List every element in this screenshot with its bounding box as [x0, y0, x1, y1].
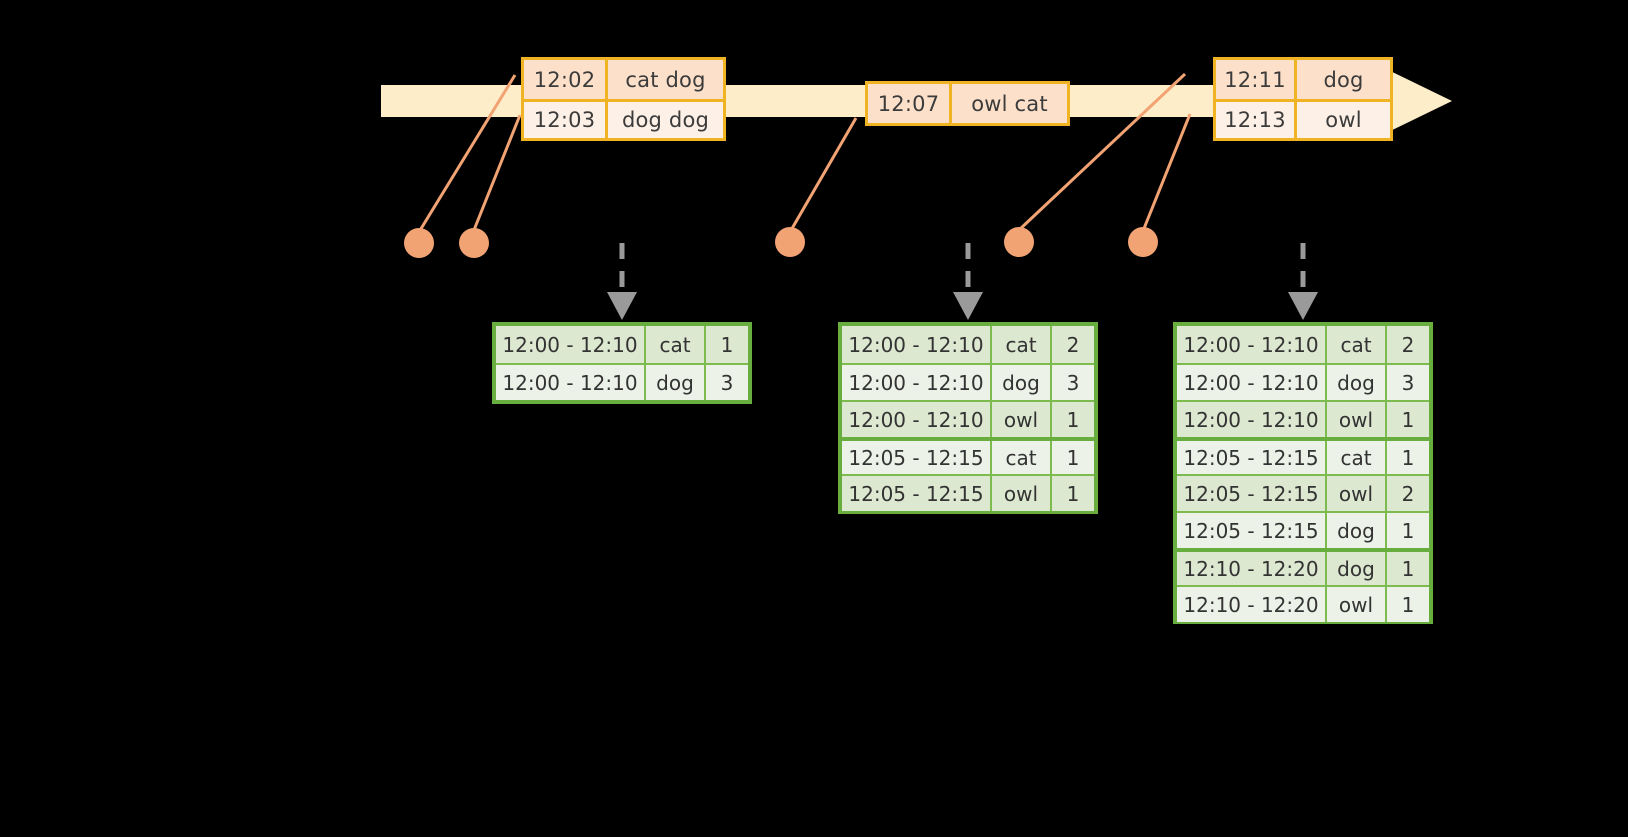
cell-window: 12:00 - 12:10 [842, 365, 992, 400]
table-row[interactable]: 12:05 - 12:15 owl 2 [1177, 474, 1429, 511]
table-row[interactable]: 12:00 - 12:10 dog 3 [496, 363, 748, 400]
cell-word: cat [1327, 326, 1387, 363]
result-table-1[interactable]: 12:00 - 12:10 cat 1 12:00 - 12:10 dog 3 [492, 322, 752, 404]
cell-count: 1 [1401, 518, 1415, 543]
cell-count: 1 [1401, 445, 1415, 470]
table-row[interactable]: 12:05 - 12:15 cat 1 [842, 437, 1094, 474]
event-row[interactable]: 12:07 owl cat [868, 84, 1067, 123]
cell-count: 1 [1401, 556, 1415, 581]
cell-window: 12:00 - 12:10 [842, 326, 992, 363]
event-row[interactable]: 12:03 dog dog [524, 99, 723, 138]
table-row[interactable]: 12:00 - 12:10 cat 1 [496, 326, 748, 363]
event-dot [1004, 227, 1034, 257]
event-group-2[interactable]: 12:07 owl cat [865, 81, 1070, 126]
event-row[interactable]: 12:02 cat dog [524, 60, 723, 99]
cell-word: dog [1327, 552, 1387, 585]
cell-window: 12:10 - 12:20 [1177, 552, 1327, 585]
cell-count: 2 [1401, 332, 1415, 357]
cell-count: 1 [1401, 407, 1415, 432]
cell-window: 12:00 - 12:10 [496, 326, 646, 363]
event-group-1[interactable]: 12:02 cat dog 12:03 dog dog [521, 57, 726, 141]
event-row[interactable]: 12:11 dog [1216, 60, 1390, 99]
event-row[interactable]: 12:13 owl [1216, 99, 1390, 138]
cell-word: cat [992, 441, 1052, 474]
event-value: owl cat [971, 91, 1048, 116]
result-table-2[interactable]: 12:00 - 12:10 cat 2 12:00 - 12:10 dog 3 … [838, 322, 1098, 514]
cell-window: 12:05 - 12:15 [842, 441, 992, 474]
event-dot [404, 228, 434, 258]
cell-word: owl [992, 476, 1052, 511]
event-group-3[interactable]: 12:11 dog 12:13 owl [1213, 57, 1393, 141]
cell-word: cat [992, 326, 1052, 363]
cell-word: owl [1327, 587, 1387, 622]
cell-word: owl [1327, 476, 1387, 511]
cell-word: dog [1327, 513, 1387, 548]
cell-word: cat [1327, 441, 1387, 474]
cell-window: 12:00 - 12:10 [1177, 365, 1327, 400]
cell-count: 1 [720, 332, 734, 357]
table-row[interactable]: 12:00 - 12:10 cat 2 [842, 326, 1094, 363]
event-time: 12:11 [1216, 60, 1297, 99]
result-table-3[interactable]: 12:00 - 12:10 cat 2 12:00 - 12:10 dog 3 … [1173, 322, 1433, 624]
trigger-arrows [619, 243, 1306, 298]
table-row[interactable]: 12:10 - 12:20 owl 1 [1177, 585, 1429, 622]
cell-window: 12:10 - 12:20 [1177, 587, 1327, 622]
cell-window: 12:05 - 12:15 [1177, 476, 1327, 511]
table-row[interactable]: 12:05 - 12:15 cat 1 [1177, 437, 1429, 474]
table-row[interactable]: 12:00 - 12:10 owl 1 [1177, 400, 1429, 437]
cell-window: 12:05 - 12:15 [1177, 513, 1327, 548]
event-dot [775, 227, 805, 257]
cell-window: 12:00 - 12:10 [496, 365, 646, 400]
cell-count: 3 [1066, 370, 1080, 395]
cell-count: 1 [1066, 445, 1080, 470]
cell-window: 12:05 - 12:15 [842, 476, 992, 511]
cell-word: cat [646, 326, 706, 363]
event-value: dog [1323, 67, 1364, 92]
cell-word: owl [1327, 402, 1387, 437]
cell-count: 1 [1066, 481, 1080, 506]
cell-window: 12:00 - 12:10 [1177, 326, 1327, 363]
cell-word: owl [992, 402, 1052, 437]
table-row[interactable]: 12:10 - 12:20 dog 1 [1177, 548, 1429, 585]
trigger-arrow-heads [607, 292, 1318, 320]
event-value: cat dog [625, 67, 706, 92]
cell-count: 2 [1401, 481, 1415, 506]
cell-window: 12:05 - 12:15 [1177, 441, 1327, 474]
cell-count: 2 [1066, 332, 1080, 357]
event-time: 12:13 [1216, 102, 1297, 138]
cell-count: 1 [1401, 592, 1415, 617]
event-dot [1128, 227, 1158, 257]
cell-count: 3 [720, 370, 734, 395]
cell-window: 12:00 - 12:10 [842, 402, 992, 437]
table-row[interactable]: 12:05 - 12:15 dog 1 [1177, 511, 1429, 548]
cell-window: 12:00 - 12:10 [1177, 402, 1327, 437]
table-row[interactable]: 12:00 - 12:10 cat 2 [1177, 326, 1429, 363]
table-row[interactable]: 12:05 - 12:15 owl 1 [842, 474, 1094, 511]
event-dot [459, 228, 489, 258]
cell-word: dog [646, 365, 706, 400]
event-value: dog dog [621, 108, 710, 132]
event-dots [404, 227, 1158, 258]
table-row[interactable]: 12:00 - 12:10 dog 3 [1177, 363, 1429, 400]
cell-count: 3 [1401, 370, 1415, 395]
event-time: 12:02 [524, 60, 608, 99]
event-time: 12:03 [524, 102, 608, 138]
cell-count: 1 [1066, 407, 1080, 432]
cell-word: dog [992, 365, 1052, 400]
table-row[interactable]: 12:00 - 12:10 owl 1 [842, 400, 1094, 437]
event-time: 12:07 [868, 84, 952, 123]
event-value: owl [1325, 108, 1362, 132]
cell-word: dog [1327, 365, 1387, 400]
table-row[interactable]: 12:00 - 12:10 dog 3 [842, 363, 1094, 400]
